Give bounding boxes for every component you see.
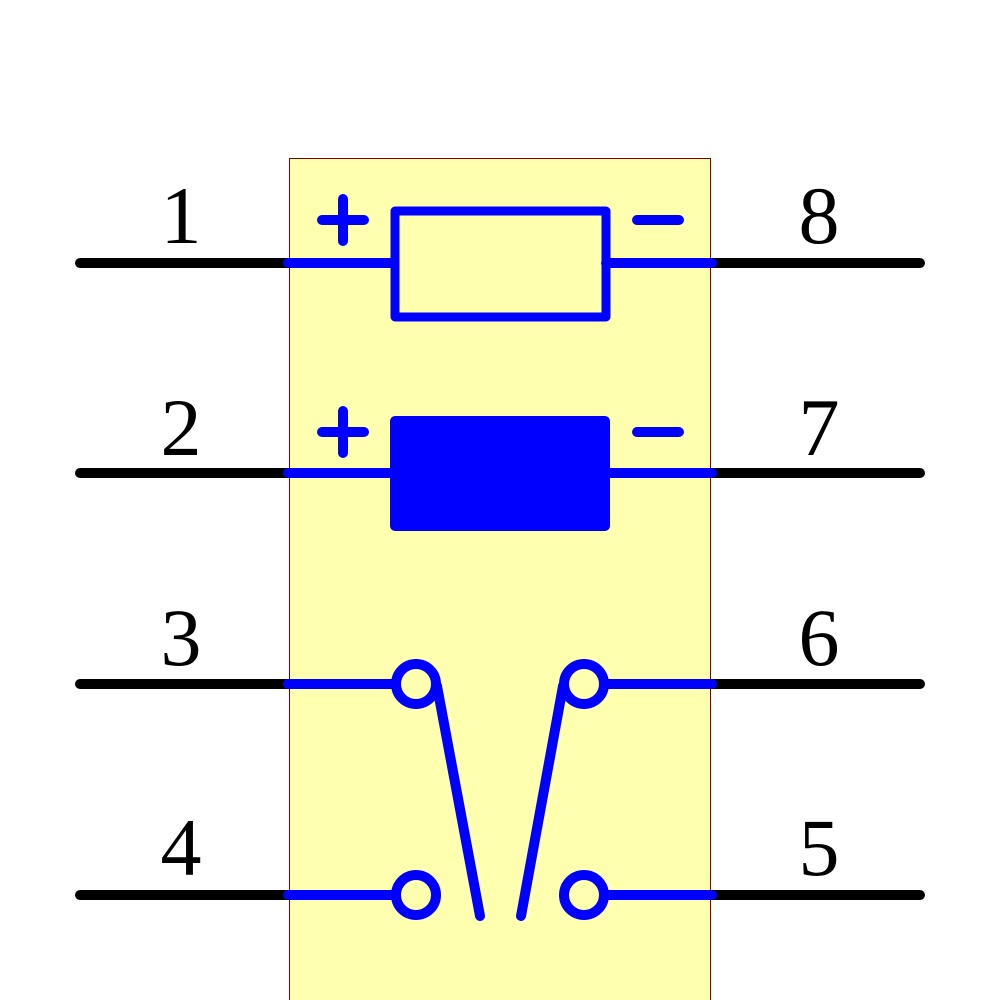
switch-arm-right	[516, 681, 568, 921]
relay-body	[289, 158, 711, 1000]
switch-arm-left	[432, 681, 485, 921]
coil-1-outline	[390, 206, 611, 322]
pin-label-1: 1	[161, 170, 202, 261]
coil-2-filled	[390, 416, 610, 531]
pin-label-4: 4	[161, 802, 202, 893]
pin-label-2: 2	[161, 382, 202, 473]
pin-label-3: 3	[161, 592, 202, 683]
pin-label-7: 7	[799, 382, 840, 473]
pin-label-8: 8	[799, 170, 840, 261]
contact-5	[559, 870, 609, 920]
pin-label-5: 5	[799, 802, 840, 893]
pin-label-6: 6	[799, 592, 840, 683]
contact-4	[391, 870, 441, 920]
